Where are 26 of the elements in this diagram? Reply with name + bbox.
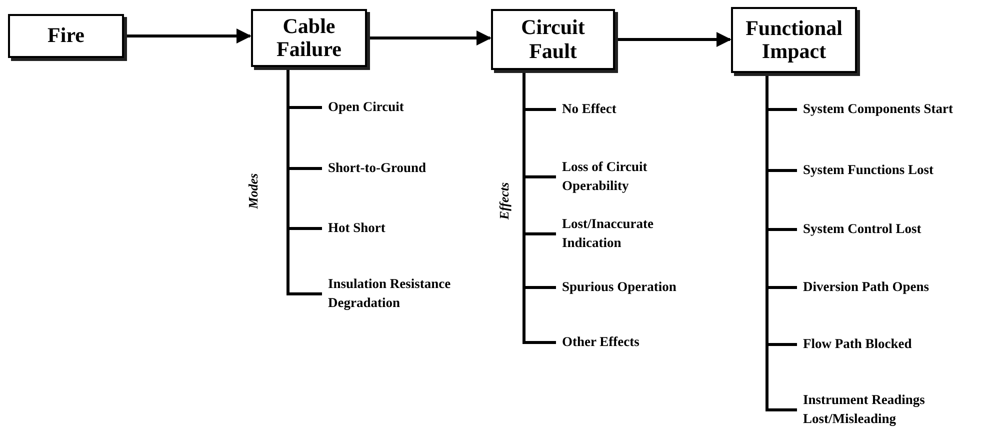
stage-box: Fire xyxy=(8,14,124,58)
branch-label: Instrument Readings Lost/Misleading xyxy=(803,390,978,429)
branch-label: Spurious Operation xyxy=(562,277,722,298)
branch-label: Hot Short xyxy=(328,218,478,239)
arrow xyxy=(127,28,252,44)
branch-label: System Control Lost xyxy=(803,219,993,240)
branch-label: Lost/Inaccurate Indication xyxy=(562,214,697,254)
stage-box: Cable Failure xyxy=(251,9,367,67)
arrow xyxy=(370,30,492,46)
branch-label: Loss of Circuit Operability xyxy=(562,157,697,197)
branch-label: Flow Path Blocked xyxy=(803,334,993,355)
branch-label: System Components Start xyxy=(803,99,998,120)
branch-label: Diversion Path Opens xyxy=(803,277,993,298)
group-label: Effects xyxy=(496,182,513,220)
branch-label: Insulation Resistance Degradation xyxy=(328,274,498,314)
tree-connector xyxy=(522,72,556,344)
stage-box: Functional Impact xyxy=(731,7,857,73)
branch-label: Short-to-Ground xyxy=(328,158,478,179)
arrow xyxy=(618,32,732,47)
branch-label: Open Circuit xyxy=(328,97,478,118)
group-label: Modes xyxy=(246,173,262,209)
stage-box: Circuit Fault xyxy=(491,9,615,70)
branch-label: No Effect xyxy=(562,99,712,120)
branch-label: System Functions Lost xyxy=(803,160,993,181)
tree-connector xyxy=(766,75,797,412)
branch-label: Other Effects xyxy=(562,332,712,353)
